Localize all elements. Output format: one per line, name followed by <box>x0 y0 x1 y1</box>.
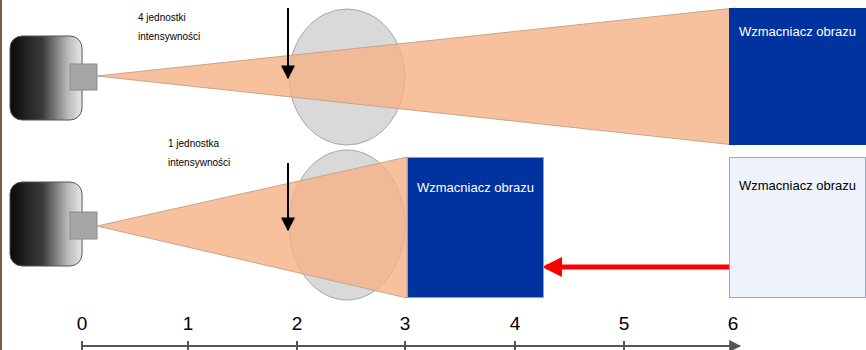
intensity-label: 1 jednostka intensywności <box>168 134 264 172</box>
axis-number: 4 <box>500 313 530 335</box>
box-label: Wzmacniacz obrazu <box>733 22 862 42</box>
move-arrow <box>546 264 729 269</box>
box-label: Wzmacniacz obrazu <box>411 178 540 198</box>
image-intensifier-box: Wzmacniacz obrazu <box>729 157 866 298</box>
image-intensifier-box: Wzmacniacz obrazu <box>407 157 544 298</box>
distance-axis <box>82 345 740 347</box>
axis-number: 1 <box>173 313 203 335</box>
measure-arrow <box>287 163 289 230</box>
xray-beam <box>97 157 407 298</box>
intensity-label: 4 jednostki intensywności <box>138 8 234 46</box>
axis-number: 6 <box>718 313 748 335</box>
axis-number: 0 <box>67 313 97 335</box>
box-label: Wzmacniacz obrazu <box>733 176 862 196</box>
axis-number: 3 <box>390 313 420 335</box>
axis-ticks <box>82 341 624 350</box>
xray-beam <box>97 8 735 145</box>
source-nozzle <box>70 212 97 239</box>
axis-number: 5 <box>609 313 639 335</box>
image-intensifier-box: Wzmacniacz obrazu <box>729 8 866 145</box>
left-edge-strip <box>0 0 2 350</box>
measure-arrow <box>287 8 289 78</box>
source-nozzle <box>70 64 97 90</box>
axis-number: 2 <box>282 313 312 335</box>
